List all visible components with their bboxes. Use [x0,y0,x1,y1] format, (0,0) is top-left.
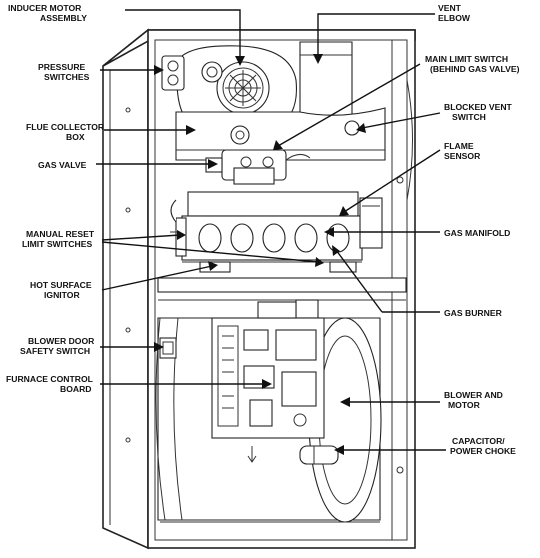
blower-door-switch-part [159,337,177,359]
svg-text:SWITCH: SWITCH [452,112,486,122]
svg-text:HOT SURFACE: HOT SURFACE [30,280,92,290]
svg-text:CAPACITOR/: CAPACITOR/ [452,436,505,446]
inducer-motor-part [176,45,298,131]
label-gas-manifold: GAS MANIFOLD [324,227,510,238]
svg-text:MAIN LIMIT SWITCH: MAIN LIMIT SWITCH [425,54,508,64]
svg-text:BOX: BOX [66,132,85,142]
svg-text:MOTOR: MOTOR [448,400,481,410]
label-blocked-vent-switch: BLOCKED VENT SWITCH [356,102,513,133]
pressure-switches-part [161,55,185,91]
svg-text:SWITCHES: SWITCHES [44,72,90,82]
label-hot-surface-ignitor: HOT SURFACE IGNITOR [30,261,218,300]
svg-text:INDUCER MOTOR: INDUCER MOTOR [8,3,82,13]
label-capacitor-power-choke: CAPACITOR/ POWER CHOKE [334,436,516,456]
svg-text:GAS VALVE: GAS VALVE [38,160,87,170]
svg-text:ELBOW: ELBOW [438,13,471,23]
label-vent-elbow: VENT ELBOW [313,3,471,64]
flue-collector-box-part [175,107,386,161]
svg-text:FLAME: FLAME [444,141,474,151]
svg-text:LIMIT SWITCHES: LIMIT SWITCHES [22,239,92,249]
svg-text:SENSOR: SENSOR [444,151,481,161]
svg-text:(BEHIND GAS VALVE): (BEHIND GAS VALVE) [430,64,520,74]
svg-text:MANUAL RESET: MANUAL RESET [26,229,95,239]
label-pressure-switches: PRESSURE SWITCHES [38,62,164,82]
svg-text:BLOWER DOOR: BLOWER DOOR [28,336,95,346]
svg-text:FURNACE CONTROL: FURNACE CONTROL [6,374,93,384]
label-flame-sensor: FLAME SENSOR [339,141,481,216]
svg-text:PRESSURE: PRESSURE [38,62,86,72]
label-inducer-motor: INDUCER MOTOR ASSEMBLY [8,3,245,66]
svg-text:VENT: VENT [438,3,462,13]
svg-text:POWER CHOKE: POWER CHOKE [450,446,516,456]
svg-text:BLOCKED VENT: BLOCKED VENT [444,102,513,112]
gas-valve-part [205,149,311,185]
label-manual-reset-limit-switches: MANUAL RESET LIMIT SWITCHES [22,229,324,267]
svg-text:BOARD: BOARD [60,384,92,394]
svg-text:GAS BURNER: GAS BURNER [444,308,503,318]
svg-text:GAS MANIFOLD: GAS MANIFOLD [444,228,510,238]
label-blower-door-safety-switch: BLOWER DOOR SAFETY SWITCH [20,336,164,356]
svg-text:ASSEMBLY: ASSEMBLY [40,13,87,23]
label-main-limit-switch: MAIN LIMIT SWITCH (BEHIND GAS VALVE) [273,54,520,150]
label-blower-and-motor: BLOWER AND MOTOR [340,390,503,410]
svg-text:FLUE COLLECTOR: FLUE COLLECTOR [26,122,105,132]
control-board-part [211,301,325,439]
label-gas-valve: GAS VALVE [38,159,218,170]
svg-text:SAFETY SWITCH: SAFETY SWITCH [20,346,90,356]
label-flue-collector-box: FLUE COLLECTOR BOX [26,122,196,142]
label-gas-burner: GAS BURNER [332,245,503,318]
svg-text:BLOWER AND: BLOWER AND [444,390,503,400]
capacitor-part [247,445,339,465]
label-furnace-control-board: FURNACE CONTROL BOARD [6,374,272,394]
svg-text:IGNITOR: IGNITOR [44,290,80,300]
